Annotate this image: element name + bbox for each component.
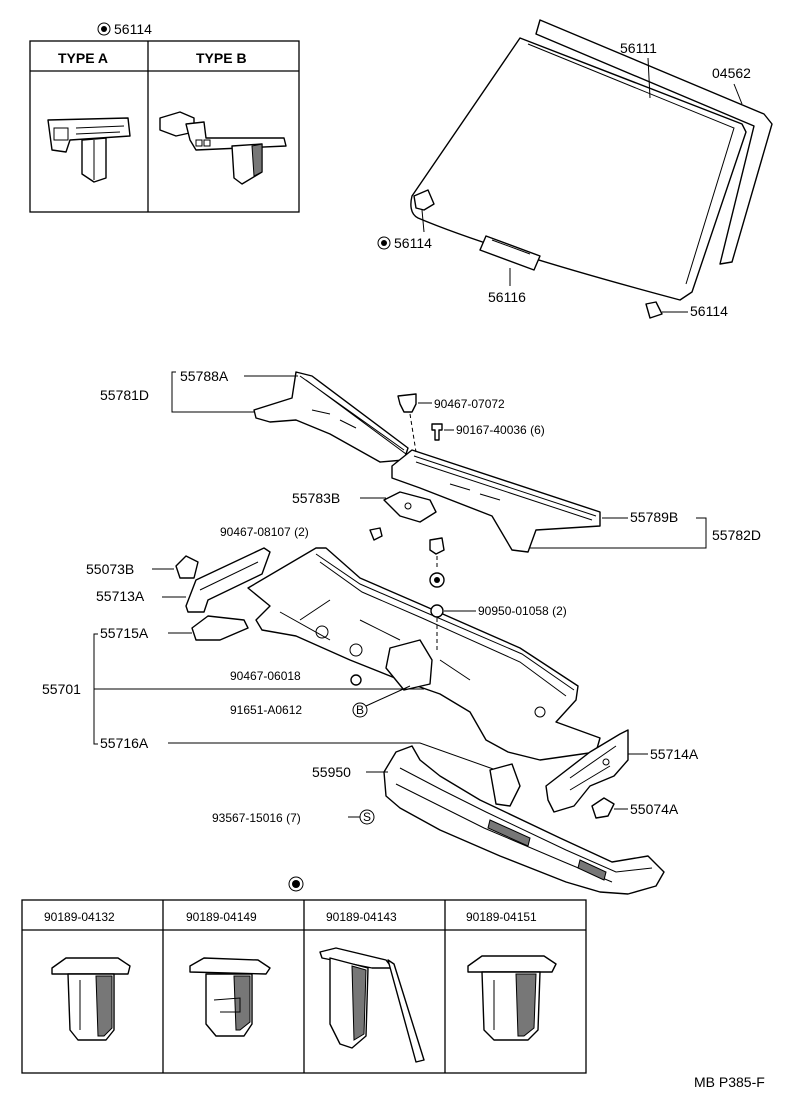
label-90467-07072: 90467-07072 bbox=[434, 397, 505, 411]
label-55789b: 55789B bbox=[630, 509, 678, 525]
bracket-55714a bbox=[545, 729, 629, 813]
label-55783b: 55783B bbox=[292, 490, 340, 506]
option-symbol-dot-icon bbox=[292, 880, 300, 888]
louver-55781d bbox=[253, 371, 409, 463]
type-box-frame bbox=[29, 40, 300, 213]
label-56114-right: 56114 bbox=[690, 303, 728, 319]
clip-table: 90189-04132 90189-04149 90189-04143 9018… bbox=[21, 876, 587, 1074]
label-90167-40036: 90167-40036 (6) bbox=[456, 423, 545, 437]
option-symbol-icon bbox=[97, 22, 111, 36]
screw-90467-08107 bbox=[369, 527, 383, 541]
molding-04562 bbox=[535, 19, 773, 265]
label-55714a: 55714A bbox=[650, 746, 699, 762]
grommet-55074a bbox=[591, 797, 615, 819]
option-symbol-dot-icon bbox=[381, 240, 387, 246]
symbol-b-text: B bbox=[356, 703, 364, 717]
label-90950-01058: 90950-01058 (2) bbox=[478, 604, 567, 618]
clip-drawing-3 bbox=[319, 947, 425, 1063]
mirror-56116 bbox=[479, 235, 541, 271]
label-55781d: 55781D bbox=[100, 387, 149, 403]
label-55074a: 55074A bbox=[630, 801, 679, 817]
clip-header-2: 90189-04149 bbox=[186, 910, 257, 924]
reinforcement-group: 55950 S 93567-15016 (7) bbox=[212, 745, 665, 895]
label-90467-08107: 90467-08107 (2) bbox=[220, 525, 309, 539]
symbol-s-text: S bbox=[363, 810, 371, 824]
label-91651-a0612: 91651-A0612 bbox=[230, 703, 302, 717]
clip-header-4: 90189-04151 bbox=[466, 910, 537, 924]
grommet-55073b bbox=[175, 555, 199, 579]
cowl-panel-group: 90950-01058 (2) 55073B 55713A 55715A 557… bbox=[42, 537, 699, 819]
clip-drawing-1 bbox=[51, 957, 131, 1041]
screw-90167-40036 bbox=[431, 423, 443, 441]
label-56111: 56111 bbox=[620, 40, 657, 56]
clip-type-box: 56114 TYPE A TYPE B bbox=[29, 21, 300, 213]
label-55788a: 55788A bbox=[180, 368, 229, 384]
clip-drawing-4 bbox=[467, 955, 557, 1041]
bracket-55715a bbox=[191, 615, 249, 641]
type-a-header: TYPE A bbox=[58, 50, 108, 66]
clip-56114-right bbox=[645, 301, 663, 319]
label-04562: 04562 bbox=[712, 65, 751, 81]
clip-header-1: 90189-04132 bbox=[44, 910, 115, 924]
label-56114-mid: 56114 bbox=[394, 235, 432, 251]
label-55715a: 55715A bbox=[100, 625, 149, 641]
symbol-b-icon bbox=[352, 702, 368, 718]
clip-90467-07072 bbox=[397, 393, 417, 413]
label-55782d: 55782D bbox=[712, 527, 761, 543]
bracket-55713a bbox=[185, 547, 271, 613]
label-93567-15016: 93567-15016 (7) bbox=[212, 811, 301, 825]
label-55716a: 55716A bbox=[100, 735, 149, 751]
option-symbol-icon bbox=[377, 236, 391, 250]
label-55701: 55701 bbox=[42, 681, 81, 697]
clip-header-3: 90189-04143 bbox=[326, 910, 397, 924]
type-a-clip-drawing bbox=[47, 117, 131, 183]
label-55713a: 55713A bbox=[96, 588, 145, 604]
clip-56114-left bbox=[413, 189, 435, 211]
windshield-glass bbox=[410, 37, 747, 301]
option-symbol-icon bbox=[288, 876, 304, 892]
label-56116: 56116 bbox=[488, 289, 526, 305]
label-90467-06018: 90467-06018 bbox=[230, 669, 301, 683]
option-symbol-dot-icon bbox=[101, 26, 107, 32]
bracket-55783b bbox=[383, 491, 437, 523]
type-b-clip-drawing bbox=[159, 111, 287, 185]
cowl-louver-group: 55788A 55781D 90467-07072 90167-40036 (6… bbox=[100, 368, 761, 553]
type-b-header: TYPE B bbox=[196, 50, 247, 66]
nut-90467-06018 bbox=[350, 674, 362, 686]
reinforcement-55950 bbox=[383, 745, 665, 895]
clip-small bbox=[429, 537, 445, 555]
windshield-group: 56111 04562 56114 56116 56114 bbox=[377, 19, 773, 319]
cowl-center-bracket bbox=[385, 639, 433, 691]
label-56114-top: 56114 bbox=[114, 21, 152, 37]
reference-code: MB P385-F bbox=[694, 1074, 765, 1090]
nut-90950-01058 bbox=[430, 604, 444, 618]
louver-55782d bbox=[391, 449, 601, 553]
label-55073b: 55073B bbox=[86, 561, 134, 577]
clip-drawing-2 bbox=[189, 957, 271, 1037]
label-55950: 55950 bbox=[312, 764, 351, 780]
